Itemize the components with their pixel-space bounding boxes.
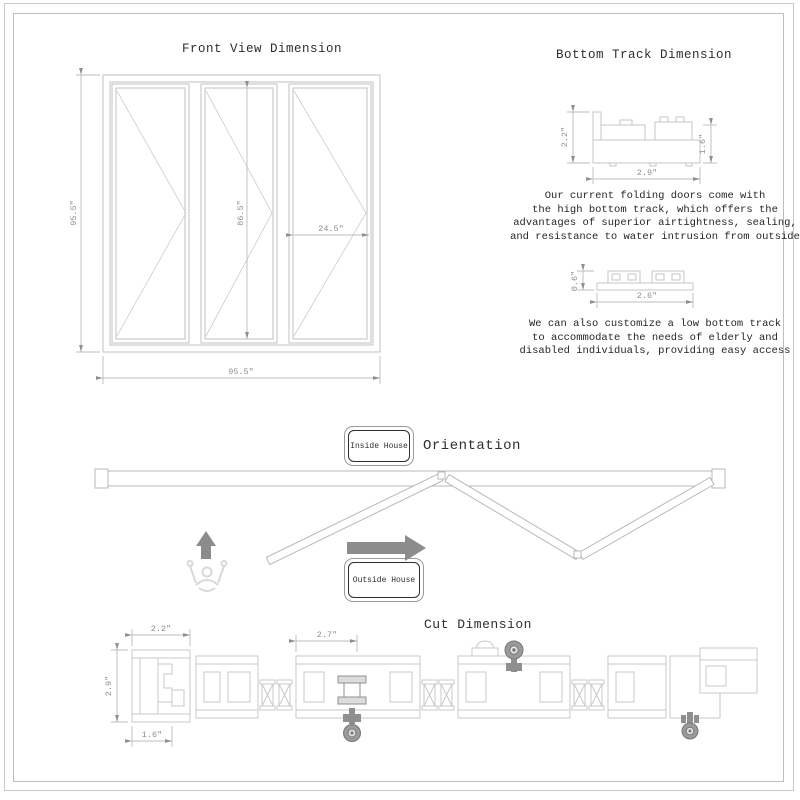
inward-direction-arrow [196,531,216,559]
dim-high-track-right-height: 1.6" [698,134,708,154]
dim-jamb-bottom-width: 1.6" [142,730,162,740]
slide-direction-arrow [347,535,426,561]
folding-panel-3 [578,476,715,561]
cut-dimension-title: Cut Dimension [424,617,532,632]
low-track-note: We can also customize a low bottom track… [500,318,800,359]
hinge-1 [259,679,293,711]
right-bottom-roller [681,712,699,740]
cut-section-dimensions [111,629,358,747]
dim-low-track-height: 0.6" [570,271,580,291]
top-roller-assembly [504,640,524,672]
note-line: Our current folding doors come with [544,190,766,202]
dim-jamb-depth: 2.9" [104,676,114,696]
note-line: to accommodate the needs of elderly and [532,331,778,344]
sheet-border-outer [4,3,794,791]
note-line: the high bottom track, which offers the [532,203,778,216]
cut-section-drawing [131,640,758,742]
bottom-roller-assembly [337,675,367,742]
orientation-title: Orientation [423,438,521,454]
note-line: disabled individuals, providing easy acc… [519,345,791,357]
hinge-2 [421,679,455,711]
inside-house-badge: Inside House [344,426,414,466]
dim-panel-width: 24.5" [318,224,344,234]
bottom-track-title: Bottom Track Dimension [556,48,733,62]
dim-high-track-width: 2.9" [637,168,657,178]
high-track-note: Our current folding doors come with the … [500,190,800,244]
door-swing-chevrons [116,90,367,337]
door-handle [471,640,499,657]
outside-house-label: Outside House [348,562,420,598]
dim-low-track-width: 2.6" [637,291,657,301]
dim-door-panel-height: 86.5" [236,200,246,226]
low-track-profile [596,270,694,291]
front-view-title: Front View Dimension [182,42,343,56]
high-track-profile [592,111,701,167]
note-line: advantages of superior airtightness, sea… [513,217,797,229]
dim-overall-height: 95.5" [69,200,79,226]
note-line: and resistance to water intrusion from o… [510,230,800,243]
outside-house-badge: Outside House [344,558,424,602]
hinge-3 [571,679,605,711]
front-view-dimensions [76,68,381,384]
orientation-drawing [94,468,726,566]
dim-overall-width: 95.5" [228,367,254,377]
dim-jamb-width: 2.2" [151,624,171,634]
dim-cut-panel-width: 2.7" [317,630,337,640]
person-icon [186,560,228,592]
sheet-border-inner [13,13,784,782]
low-track-dimensions [577,264,694,308]
front-view-drawing [102,74,381,353]
inside-house-label: Inside House [348,430,410,462]
high-track-dimensions [567,105,717,184]
note-line: We can also customize a low bottom track [528,318,782,330]
dim-high-track-left-height: 2.2" [560,127,570,147]
folding-panel-2 [444,473,581,561]
